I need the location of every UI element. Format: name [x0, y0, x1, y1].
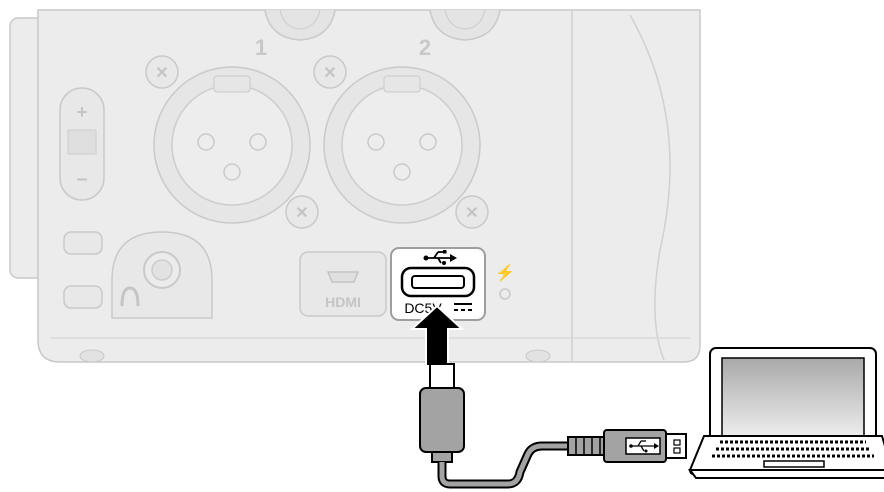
hdmi-port: HDMI — [299, 251, 387, 317]
laptop-screen — [721, 357, 865, 443]
keyboard-rows — [712, 440, 874, 458]
charge-indicator: ⚡ — [495, 263, 515, 300]
usb-icon — [423, 250, 457, 265]
headphone-icon — [120, 286, 140, 307]
svg-text:✕: ✕ — [155, 65, 168, 82]
hdmi-label: HDMI — [325, 294, 361, 310]
svg-text:✕: ✕ — [323, 65, 336, 82]
svg-text:+: + — [77, 102, 88, 122]
headphone-jack — [111, 231, 213, 319]
side-button-top — [63, 231, 103, 255]
recorder-device: 1 2 ✕ ✕ ✕ ✕ — [9, 9, 701, 363]
laptop-deck — [688, 435, 884, 471]
svg-text:⚡: ⚡ — [495, 263, 515, 282]
knob-2 — [429, 9, 501, 41]
device-foot-right — [525, 349, 551, 363]
device-right-curve — [629, 14, 671, 361]
svg-text:✕: ✕ — [295, 205, 308, 222]
laptop-keyboard — [722, 432, 862, 435]
svg-text:–: – — [76, 168, 87, 190]
xlr-input-1: ✕ ✕ — [145, 55, 319, 229]
volume-rocker: + – — [59, 87, 105, 201]
input-2-label: 2 — [419, 35, 431, 60]
input-1-label: 1 — [255, 35, 267, 60]
svg-text:✕: ✕ — [465, 205, 478, 222]
usb-a-usb-icon — [629, 440, 659, 453]
usb-c-port-highlight: DC5V — [390, 247, 486, 321]
usb-cable — [419, 363, 687, 489]
usb-a-connector-tip — [665, 433, 687, 459]
usb-c-connector-tip — [429, 363, 455, 389]
device-foot-left — [79, 349, 105, 363]
dc-symbol — [454, 303, 472, 311]
side-button-bottom — [63, 285, 103, 309]
usb-c-connector-body — [419, 387, 465, 453]
laptop-trackpad — [763, 460, 825, 468]
knob-1 — [264, 9, 336, 41]
usb-a-strain-relief — [567, 436, 607, 456]
xlr-input-2: ✕ ✕ — [313, 55, 489, 229]
laptop-computer — [688, 347, 884, 479]
